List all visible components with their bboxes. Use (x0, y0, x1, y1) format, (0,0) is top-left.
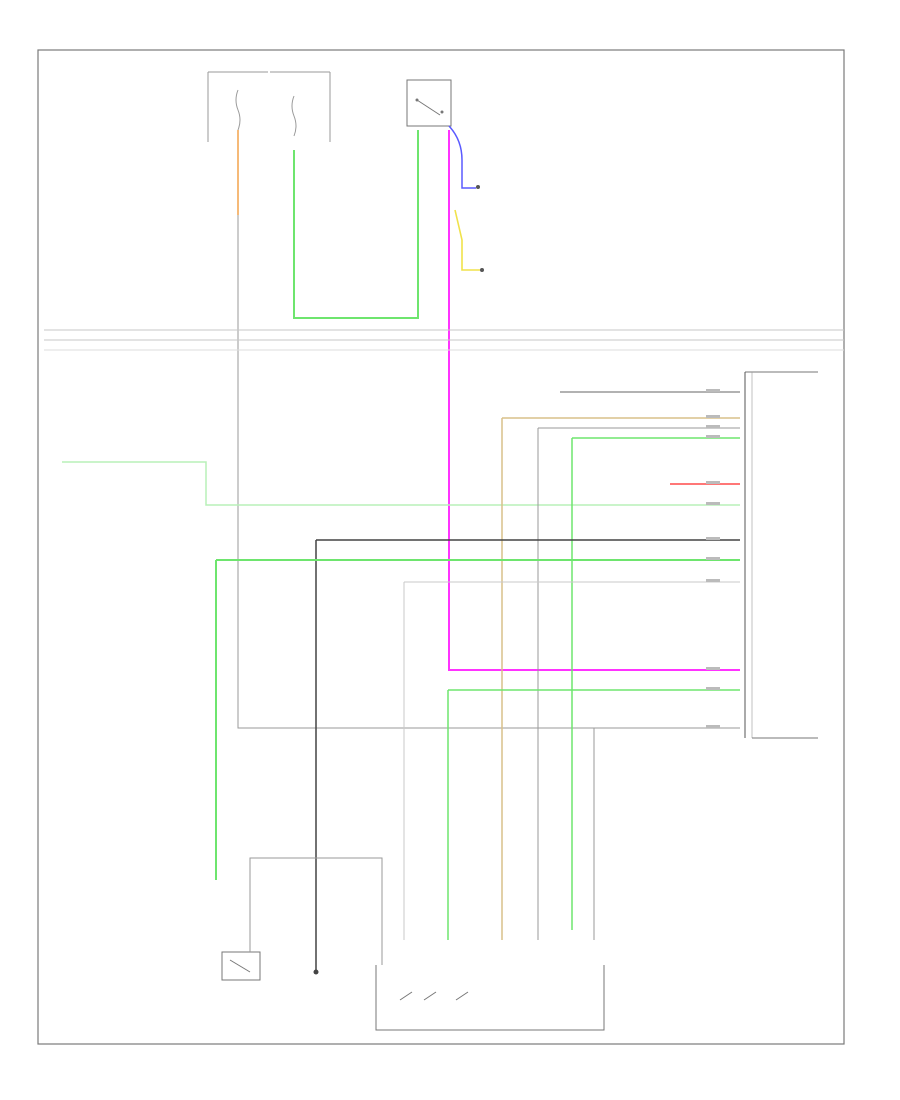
wire-green-4 (447, 689, 740, 940)
wire-gray-5 (249, 857, 383, 965)
ground-symbol (313, 969, 319, 975)
wire-dark-2 (315, 539, 740, 970)
wire-green-2 (571, 437, 740, 930)
wire-green-left (62, 461, 740, 506)
connector-ticks (706, 389, 720, 728)
range-switch (375, 965, 605, 1031)
diagram-frame (37, 49, 845, 1045)
wire-green-3 (215, 559, 740, 880)
splice-yellow (480, 268, 484, 272)
fuse-block (207, 71, 331, 142)
shift-lock-solenoid (221, 951, 261, 981)
wire-blue-stop (448, 125, 476, 189)
stop-lamp-switch (406, 79, 452, 127)
wire-gray-3 (403, 581, 740, 940)
wire-yellow-stop (454, 209, 480, 271)
wire-gray-fuse-down (237, 215, 740, 729)
wire-green-top (293, 130, 419, 319)
ecm-connector (744, 371, 818, 739)
wire-pink (448, 130, 740, 671)
splice-blue (476, 185, 480, 189)
wire-tan (501, 417, 740, 940)
